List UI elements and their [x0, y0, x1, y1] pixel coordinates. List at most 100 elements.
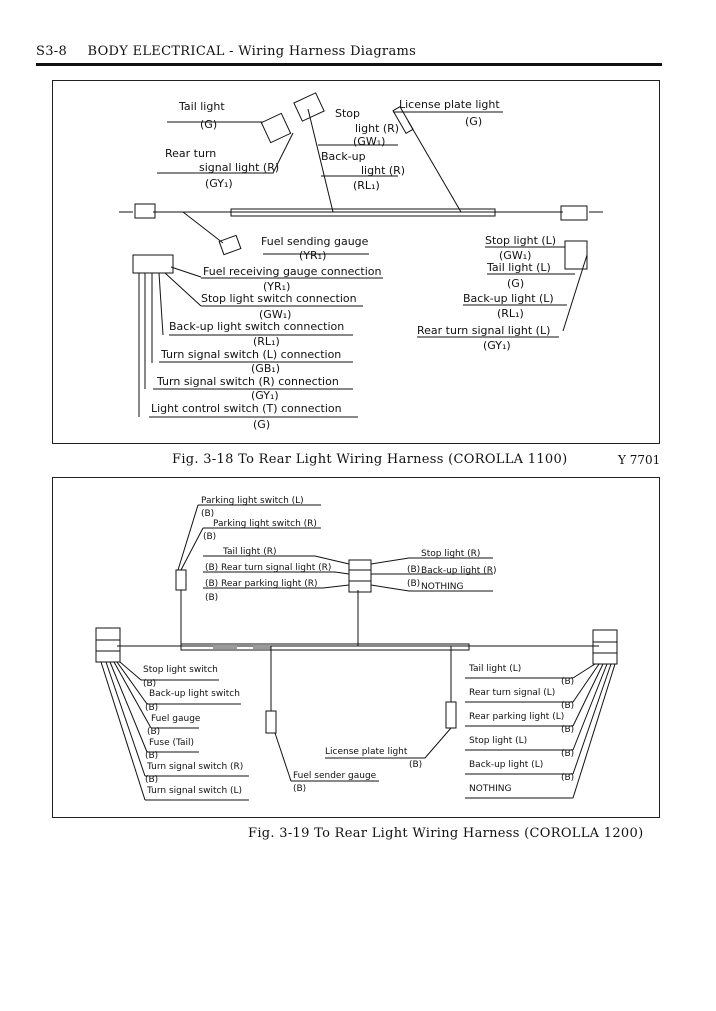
fig18-panel: Tail light (G) Stop light (R) (GW₁) Back… [52, 80, 660, 444]
leader [203, 584, 350, 589]
license-label: License plate light [325, 747, 408, 757]
tail-r-label: Tail light (R) [222, 547, 276, 557]
rear-turn-label-2: signal light (R) [199, 161, 279, 174]
rear-parking-r-label: Rear parking light (R) [221, 579, 317, 589]
b-label: (B) [561, 773, 574, 783]
b-label: (B) [561, 725, 574, 735]
lamp-wire [307, 108, 334, 213]
tail-light-lamp [260, 112, 292, 144]
parking-r-label: Parking light switch (R) [213, 519, 317, 529]
backup-l-color: (RL₁) [497, 307, 524, 320]
stop-l-color: (GW₁) [499, 249, 531, 262]
left-connector [134, 203, 156, 219]
b-label: (B) [561, 749, 574, 759]
header-rule [36, 63, 662, 66]
harness-tube [180, 643, 470, 651]
b-label: (B) [407, 579, 420, 589]
license-lamp [392, 106, 414, 134]
license-label: License plate light [399, 98, 500, 111]
backup-r-label: Back-up light (R) [421, 566, 496, 576]
b-label: (B) [145, 703, 158, 713]
leader [177, 504, 199, 571]
b-label: (B) [205, 593, 218, 603]
backup-l-label: Back-up light (L) [463, 292, 554, 305]
tail-light-label: Tail light [178, 100, 225, 113]
fuse-label: Fuse (Tail) [149, 738, 194, 748]
c-wire [170, 266, 202, 278]
fan-line [119, 661, 142, 681]
section-title: BODY ELECTRICAL - Wiring Harness Diagram… [87, 44, 417, 59]
leader [203, 555, 350, 565]
fan-line [105, 661, 146, 777]
fuel-receiving-color: (YR₁) [263, 280, 290, 293]
fig18-diagram: Tail light (G) Stop light (R) (GW₁) Back… [119, 92, 603, 431]
rear-turn-r-label: Rear turn signal light (R) [221, 563, 331, 573]
rear-turn-color: (GY₁) [205, 177, 233, 190]
b-label: (B) [143, 679, 156, 689]
b-label: (B) [145, 775, 158, 785]
backup-label-2: light (R) [361, 164, 405, 177]
rear-turn-label: Rear turn [165, 147, 216, 160]
c-wire [164, 272, 202, 307]
c-wire [158, 272, 164, 336]
right-connector-block [592, 629, 618, 665]
b-label: (B) [407, 565, 420, 575]
harness-tape [253, 645, 271, 649]
license-wire [407, 120, 462, 213]
backup-switch-label: Back-up light switch connection [169, 320, 344, 333]
fan-line [572, 663, 600, 703]
tail-l-color: (G) [507, 277, 524, 290]
fan-line [572, 663, 616, 799]
fuel-wire [182, 211, 224, 244]
rear-turn-l-label: Rear turn signal light (L) [417, 324, 550, 337]
turn-l-label: Turn signal switch (L) [146, 786, 242, 796]
harness-tube [230, 208, 496, 217]
left-connector-block [95, 627, 121, 663]
right-connector [560, 205, 588, 221]
page-header: S3-8 BODY ELECTRICAL - Wiring Harness Di… [36, 44, 416, 59]
fuel-sender-unit [265, 710, 277, 734]
section-number: S3-8 [36, 44, 68, 59]
backup-label: Back-up [321, 150, 366, 163]
tail-l-label: Tail light (L) [486, 261, 551, 274]
fig18-code: Y 7701 [618, 453, 661, 467]
b-label: (B) [561, 701, 574, 711]
turn-l-color: (GB₁) [251, 362, 280, 375]
b-label: (B) [205, 563, 218, 573]
stop-l-label: Stop light (L) [485, 234, 556, 247]
parking-switch-unit [175, 569, 187, 591]
fuel-receiving-label: Fuel receiving gauge connection [203, 265, 382, 278]
b-label: (B) [147, 727, 160, 737]
stop-switch-label: Stop light switch [143, 665, 218, 675]
leader [157, 132, 294, 174]
fig19-caption: Fig. 3-19 To Rear Light Wiring Harness (… [248, 826, 644, 841]
b-label: (B) [145, 751, 158, 761]
parking-l-label: Parking light switch (L) [201, 496, 304, 506]
backup-l-label: Back-up light (L) [469, 760, 543, 770]
b-label: (B) [409, 760, 422, 770]
rear-turn-l-color: (GY₁) [483, 339, 511, 352]
tail-light-color: (G) [200, 118, 217, 131]
leader [370, 557, 493, 565]
fuel-sending-color: (YR₁) [299, 249, 326, 262]
stop-r-label: Stop light (R) [421, 549, 480, 559]
fuel-sender-label: Fuel sender gauge [293, 771, 377, 781]
leader [203, 571, 350, 575]
fig18-caption: Fig. 3-18 To Rear Light Wiring Harness (… [172, 452, 568, 467]
tail-l-label: Tail light (L) [468, 664, 521, 674]
backup-switch-color: (RL₁) [253, 335, 280, 348]
backup-color: (RL₁) [353, 179, 380, 192]
fan-line [572, 663, 612, 775]
nothing-label: NOTHING [421, 582, 463, 592]
leader [370, 584, 493, 592]
leader [274, 732, 292, 782]
light-control-label: Light control switch (T) connection [151, 402, 342, 415]
fan-line [572, 663, 608, 751]
fan-line [116, 661, 148, 705]
fan-line [100, 661, 146, 801]
fan-line [113, 661, 152, 729]
stop-label: Stop [335, 107, 360, 120]
turn-r-label: Turn signal switch (R) [146, 762, 243, 772]
fan-line [572, 663, 596, 679]
b-label: (B) [561, 677, 574, 687]
